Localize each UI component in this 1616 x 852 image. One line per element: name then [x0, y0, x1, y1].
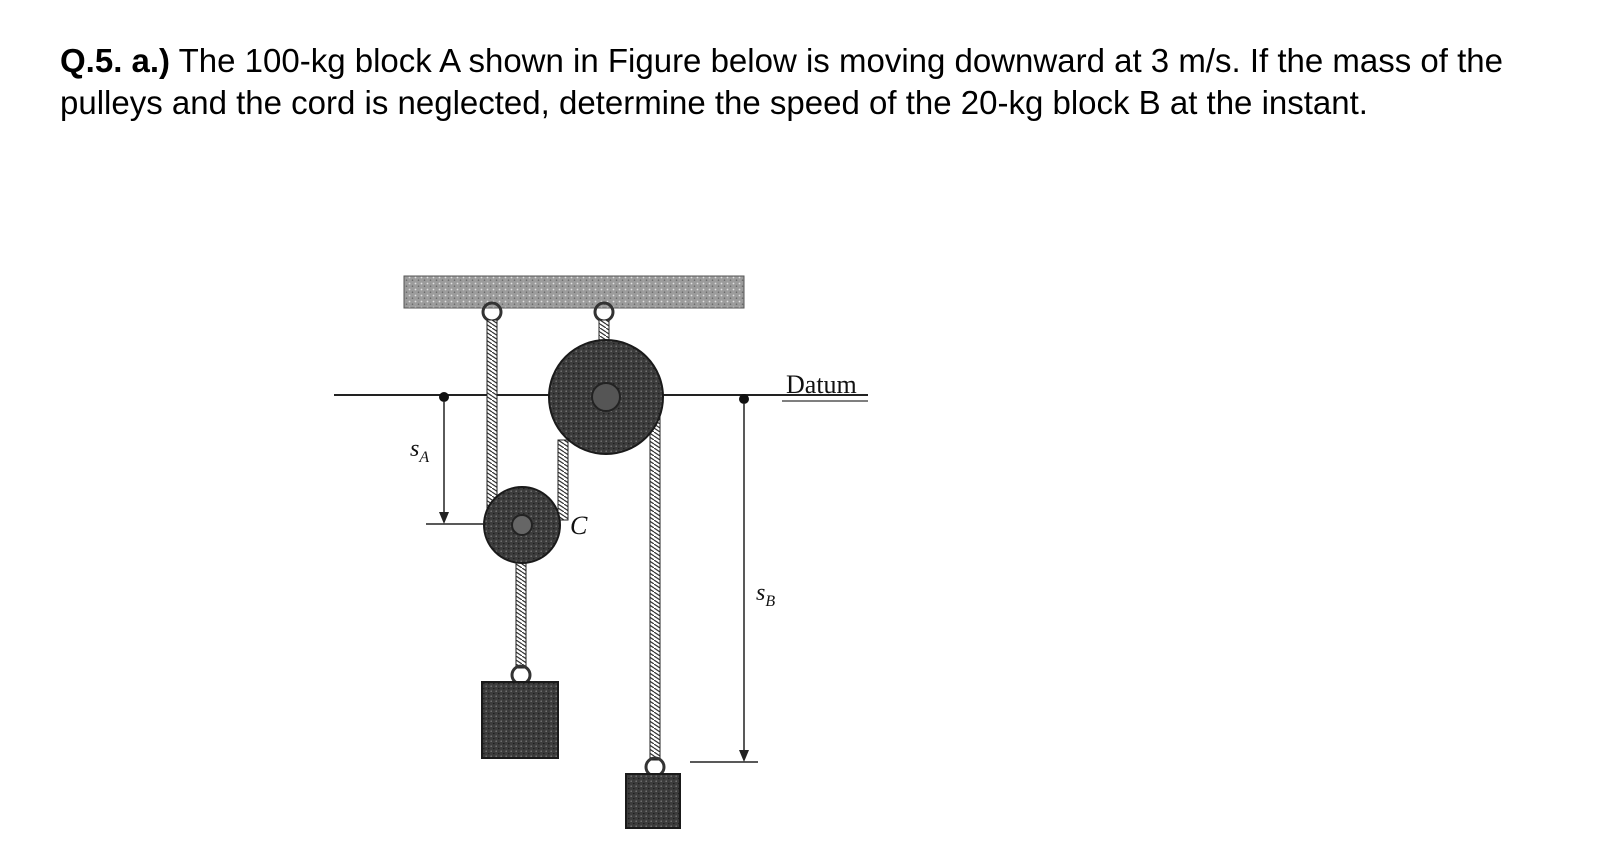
sb-label: sB — [756, 580, 775, 610]
block-b — [625, 773, 681, 829]
sa-label: sA — [410, 436, 429, 466]
fixed-pulley-hub — [591, 382, 621, 412]
pulley-c-hub — [511, 514, 533, 536]
pulley-c-label: C — [570, 511, 588, 540]
datum-label: Datum — [786, 370, 857, 399]
datum-point-a — [439, 392, 449, 402]
sa-arrowhead — [439, 512, 449, 524]
datum-point-b — [739, 394, 749, 404]
rope-fixed-to-block-b — [649, 399, 661, 761]
rope-ceiling-to-pulley-c — [486, 319, 498, 521]
question-text: Q.5. a.) The 100-kg block A shown in Fig… — [60, 40, 1580, 124]
rope-pulley-c-to-block-a — [515, 549, 527, 669]
question-label: Q.5. a.) — [60, 42, 171, 79]
rope-pulley-c-to-fixed — [557, 439, 569, 521]
question-body: The 100-kg block A shown in Figure below… — [60, 42, 1503, 121]
sb-arrowhead — [739, 750, 749, 762]
ceiling-support — [403, 275, 745, 309]
block-a — [481, 681, 559, 759]
